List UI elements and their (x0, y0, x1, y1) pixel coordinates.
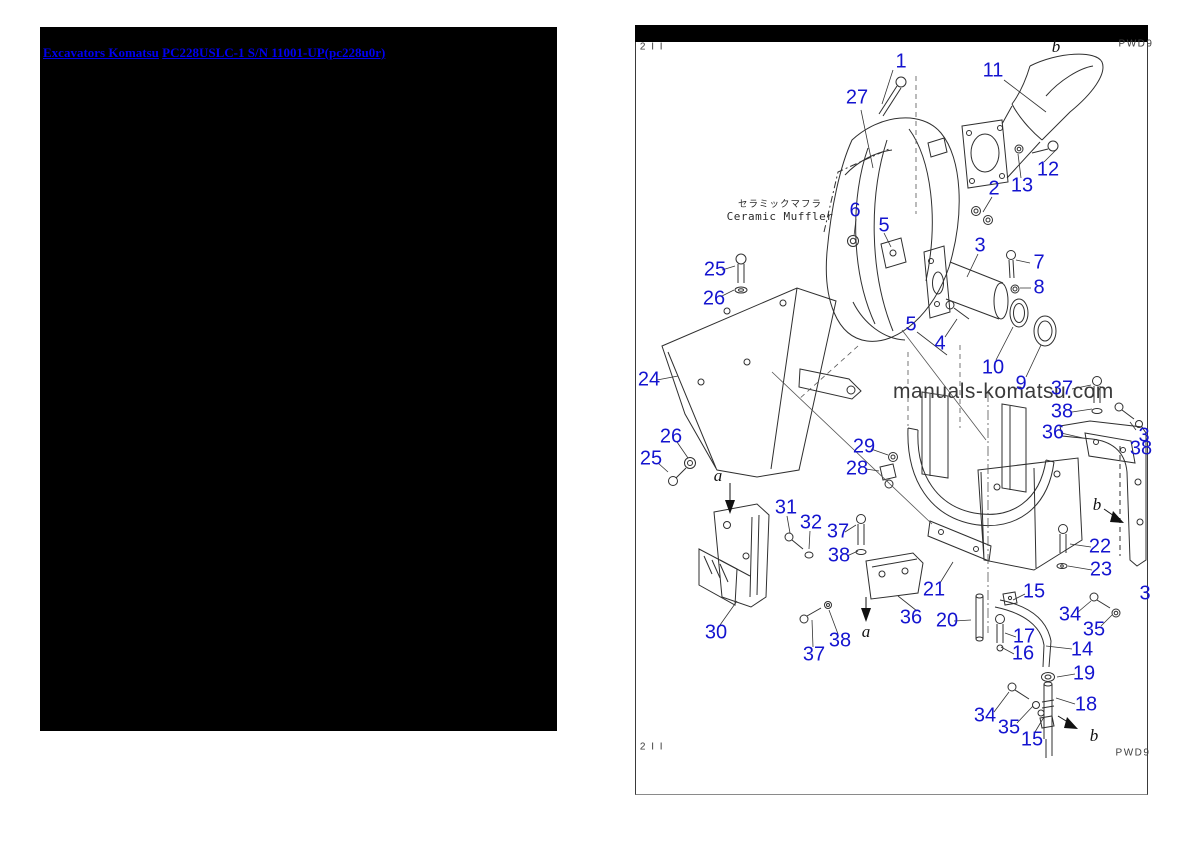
saddle-drawing (865, 376, 1143, 642)
muffler-part-label: セラミックマフラ Ceramic Muffler (700, 196, 860, 223)
bracket-30-drawing (698, 503, 867, 624)
diagram-top-scan-bar (635, 25, 1148, 42)
right-bracket-drawing (1056, 420, 1147, 569)
construction-lines (771, 76, 989, 633)
parts-line-art (656, 53, 1147, 758)
drain-pipe-drawing (994, 591, 1121, 758)
view-arrows (725, 483, 1124, 729)
left-black-panel: Excavators Komatsu PC228USLC-1 S/N 11001… (40, 27, 557, 731)
muffler-label-japanese: セラミックマフラ (737, 199, 822, 210)
muffler-label-english: Ceramic Muffler (726, 210, 834, 223)
exhaust-pipe-drawing (961, 53, 1104, 189)
diagram-page (635, 25, 1148, 795)
tube-drawing (923, 245, 1057, 347)
breadcrumb: Excavators Komatsu PC228USLC-1 S/N 11001… (43, 44, 385, 62)
leader-lines (656, 69, 1137, 733)
panel-24-drawing (661, 253, 862, 486)
bolt-1-drawing (878, 76, 907, 117)
link-excavators-komatsu[interactable]: Excavators Komatsu (43, 45, 159, 60)
link-model-serial[interactable]: PC228USLC-1 S/N 11001-UP(pc228u0r) (162, 45, 386, 60)
muffler-drawing (823, 117, 993, 342)
watermark-text: manuals-komatsu.com (893, 380, 1114, 403)
